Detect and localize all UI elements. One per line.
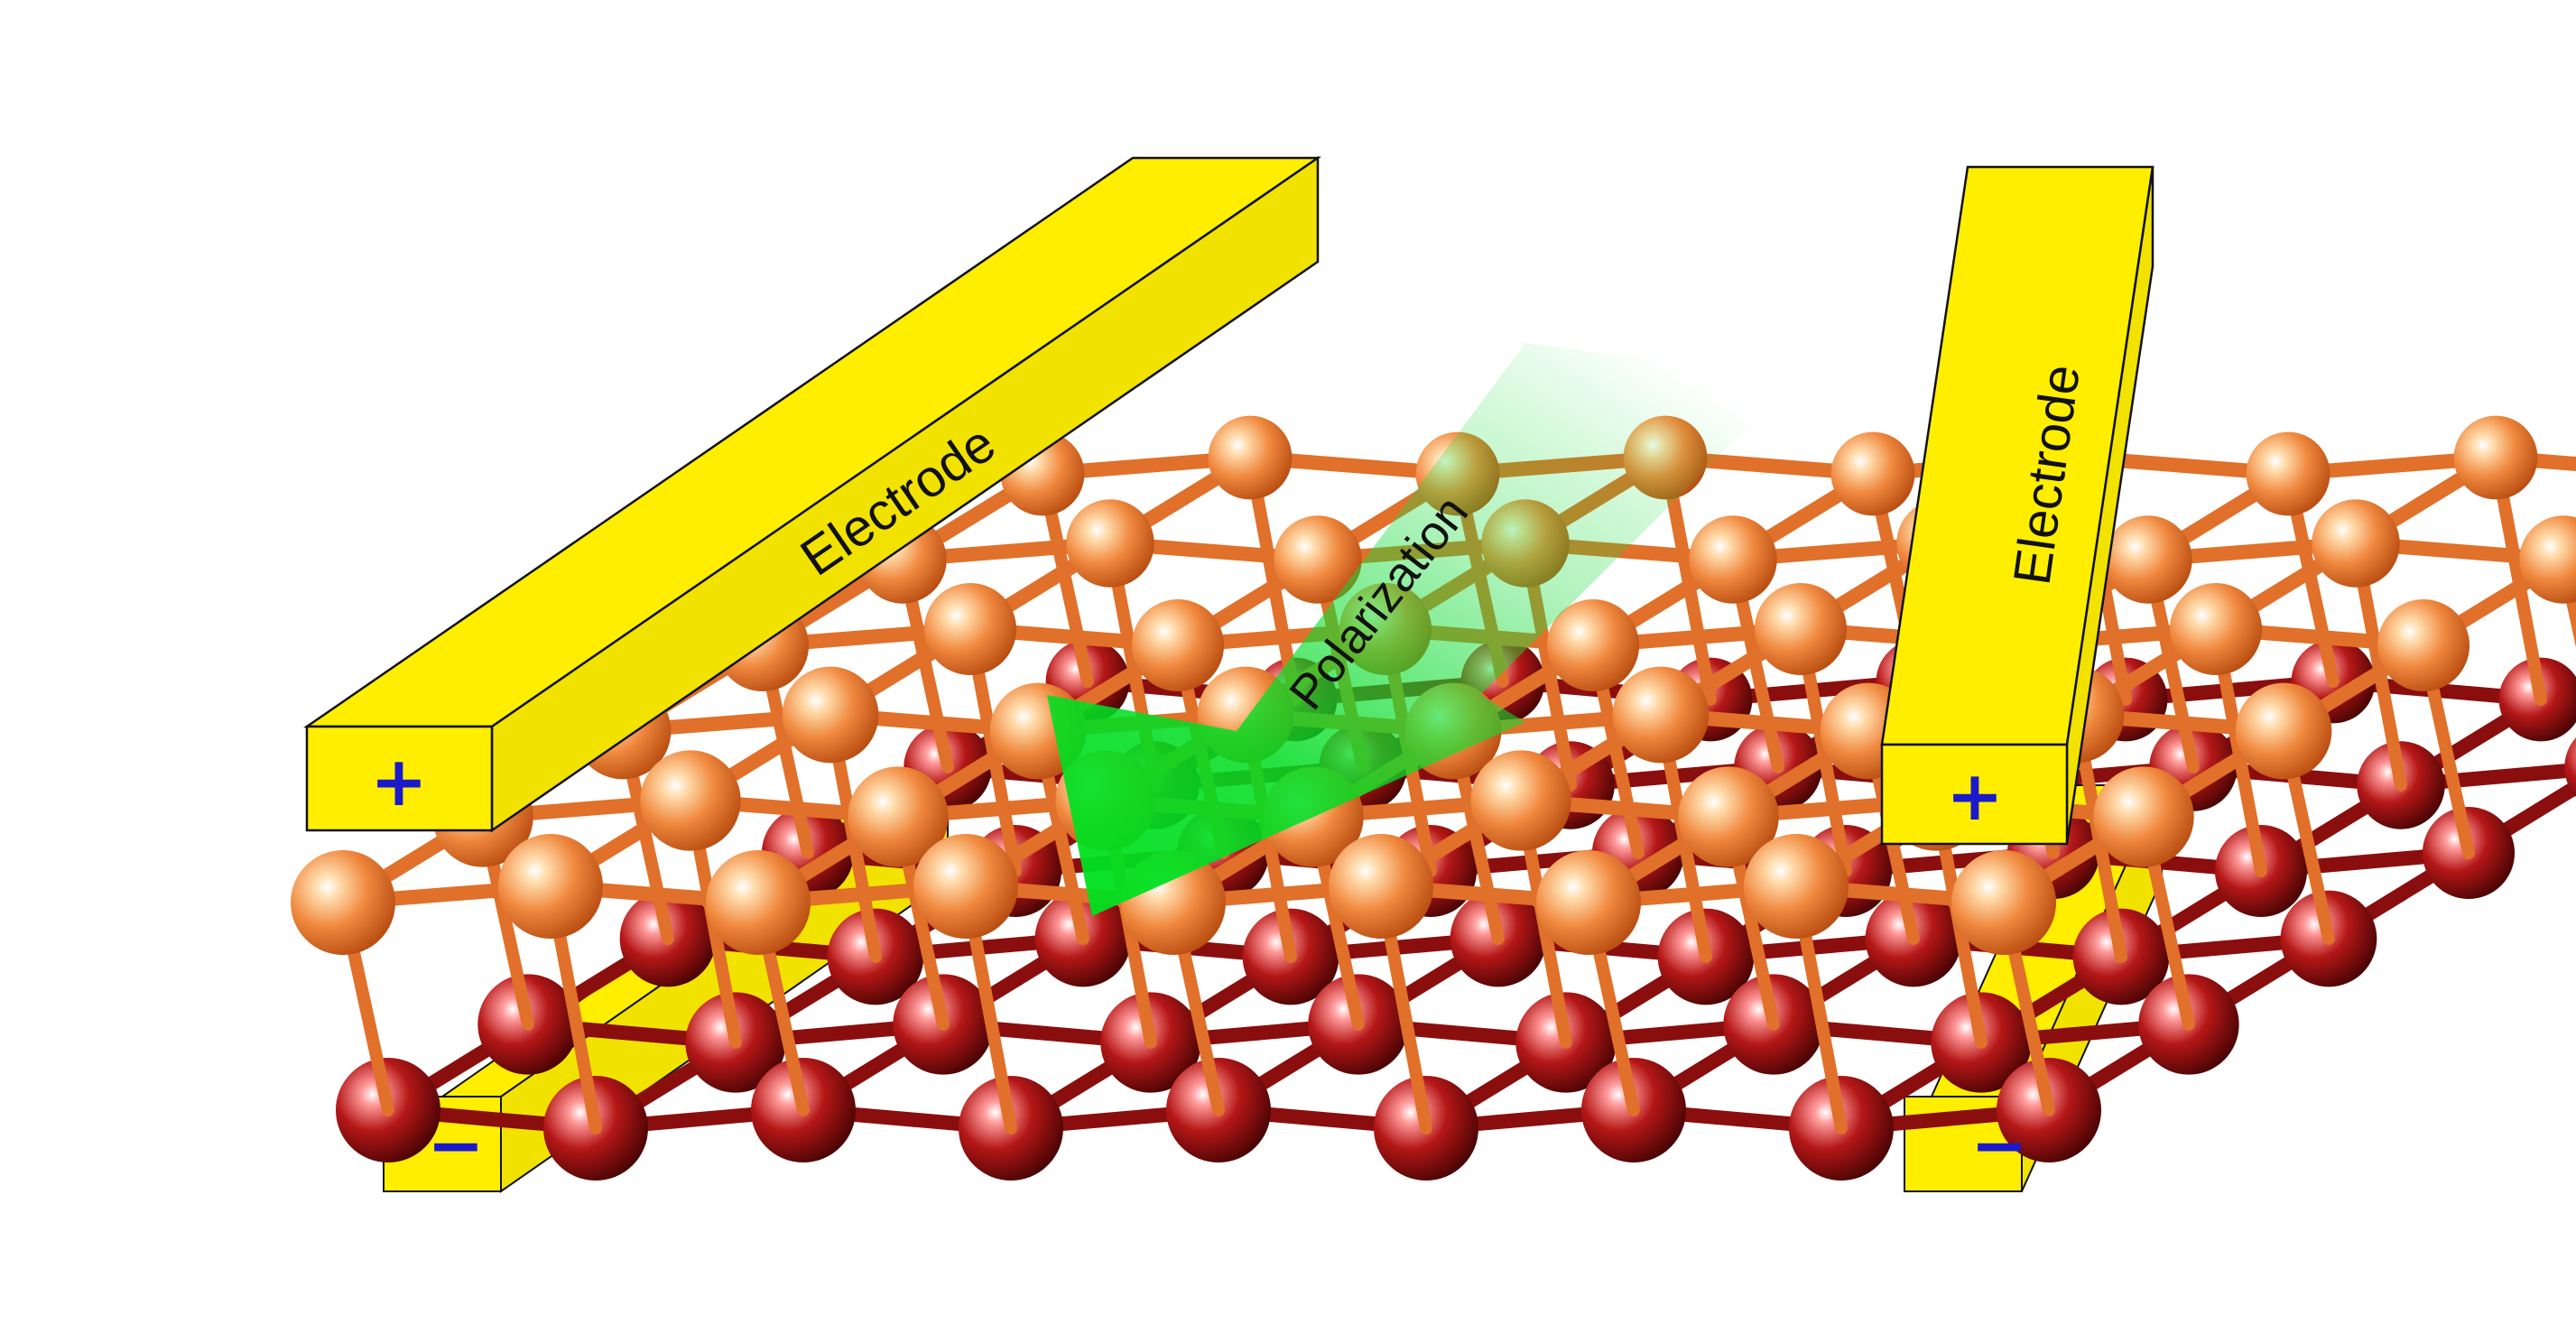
top-atom xyxy=(913,834,1018,939)
top-atom xyxy=(2312,499,2400,588)
top-atom xyxy=(2453,415,2538,500)
minus-sign-left: − xyxy=(427,1105,485,1185)
top-atom xyxy=(1536,850,1641,955)
top-atom xyxy=(1754,582,1848,676)
top-atom xyxy=(1329,834,1433,939)
top-atom xyxy=(1951,850,2056,955)
top-atom xyxy=(2377,598,2470,692)
top-atom xyxy=(782,666,879,764)
top-atom xyxy=(706,850,811,955)
top-atom xyxy=(1612,666,1710,764)
top-atom xyxy=(1066,499,1154,588)
top-atom xyxy=(2104,515,2192,604)
top-atom xyxy=(640,750,741,851)
plus-sign-left: + xyxy=(370,741,428,821)
top-atom xyxy=(1131,598,1225,692)
top-atom xyxy=(1678,766,1779,867)
top-atom xyxy=(1546,598,1640,692)
plus-sign-right: + xyxy=(1946,755,2004,836)
top-atom xyxy=(2235,682,2332,780)
top-atom xyxy=(1830,431,1915,516)
top-atom xyxy=(291,850,395,955)
top-atom xyxy=(1689,515,1777,604)
top-atom xyxy=(923,582,1017,676)
electrode-top-left: Electrode + xyxy=(302,155,1322,833)
top-atom xyxy=(2519,515,2576,604)
top-atom xyxy=(2246,431,2330,516)
electrode-top-right: Electrode + xyxy=(1880,165,2154,846)
top-atom xyxy=(1208,415,1293,500)
top-atom xyxy=(1744,834,1849,939)
top-atom xyxy=(1274,515,1362,604)
minus-sign-right: − xyxy=(1970,1105,2028,1185)
top-atom xyxy=(498,834,603,939)
top-atom xyxy=(848,766,949,867)
top-atom xyxy=(2169,582,2263,676)
bottom-atom xyxy=(2564,737,2576,797)
top-atom xyxy=(2093,766,2194,867)
top-atom xyxy=(1470,750,1571,851)
